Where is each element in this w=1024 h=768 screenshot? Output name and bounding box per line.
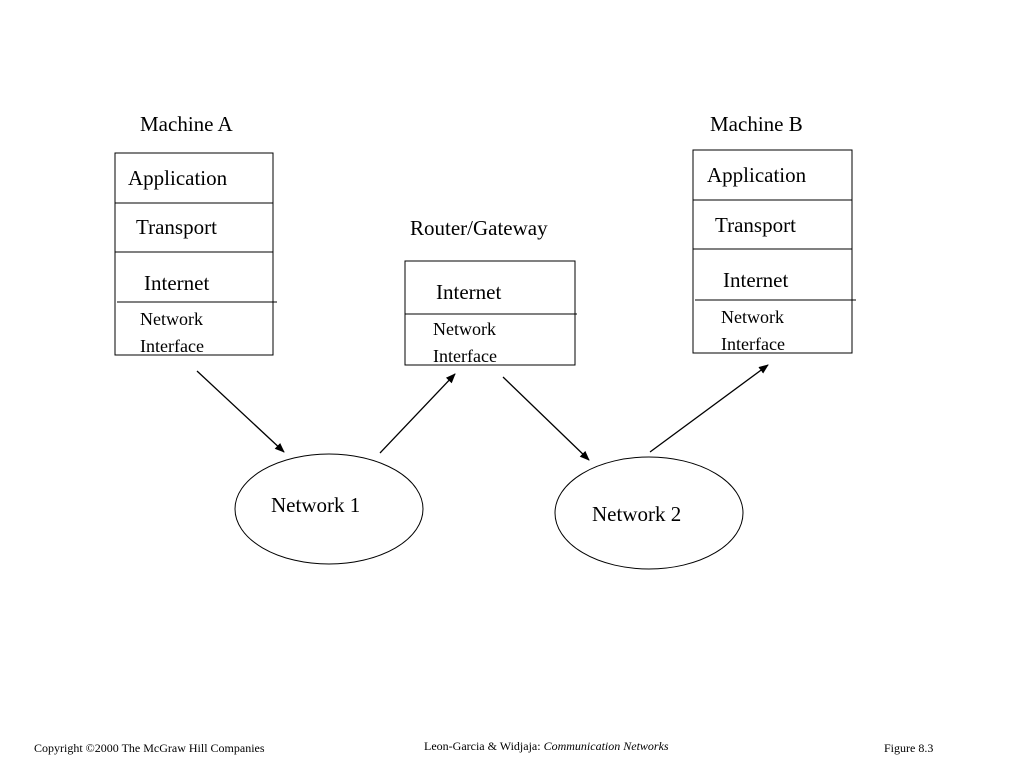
machine-a-application-layer: Application (128, 166, 228, 190)
machine-b-box (692, 149, 853, 354)
machine-a-stack: Machine A Application Transport Internet… (114, 112, 277, 356)
footer-citation: Leon-Garcia & Widjaja: Communication Net… (424, 739, 669, 754)
machine-b-network-interface-line2: Interface (721, 334, 785, 354)
machine-a-box (114, 152, 274, 356)
router-network-interface-line1: Network (433, 319, 496, 339)
machine-b-network-interface-line1: Network (721, 307, 784, 327)
machine-a-network-interface-line1: Network (140, 309, 203, 329)
machine-a-network-interface-line2: Interface (140, 336, 204, 356)
machine-a-internet-layer: Internet (144, 271, 209, 295)
arrow-machine-a-to-network-1 (196, 370, 285, 453)
footer-authors: Leon-Garcia & Widjaja: (424, 739, 541, 753)
arrow-network-1-to-router (379, 373, 456, 454)
router-box (404, 260, 576, 366)
router-internet-layer: Internet (436, 280, 501, 304)
network-2: Network 2 (554, 456, 744, 570)
machine-b-title: Machine B (710, 112, 803, 136)
arrow-router-to-network-2 (502, 376, 590, 461)
machine-b-application-layer: Application (707, 163, 807, 187)
machine-b-internet-layer: Internet (723, 268, 788, 292)
network-2-label: Network 2 (592, 502, 681, 526)
machine-a-transport-layer: Transport (136, 215, 217, 239)
router-network-interface-line2: Interface (433, 346, 497, 366)
router-title: Router/Gateway (410, 216, 548, 240)
network-1-label: Network 1 (271, 493, 360, 517)
arrow-network-2-to-machine-b (649, 364, 769, 453)
footer-book-title: Communication Networks (543, 739, 669, 753)
footer-figure-number: Figure 8.3 (884, 741, 934, 755)
machine-b-transport-layer: Transport (715, 213, 796, 237)
machine-a-title: Machine A (140, 112, 234, 136)
network-1-ellipse (234, 453, 424, 565)
router-stack: Router/Gateway Internet Network Interfac… (404, 216, 577, 366)
network-2-ellipse (554, 456, 744, 570)
footer-copyright: Copyright ©2000 The McGraw Hill Companie… (34, 741, 265, 755)
machine-b-stack: Machine B Application Transport Internet… (692, 112, 856, 354)
network-1: Network 1 (234, 453, 424, 565)
